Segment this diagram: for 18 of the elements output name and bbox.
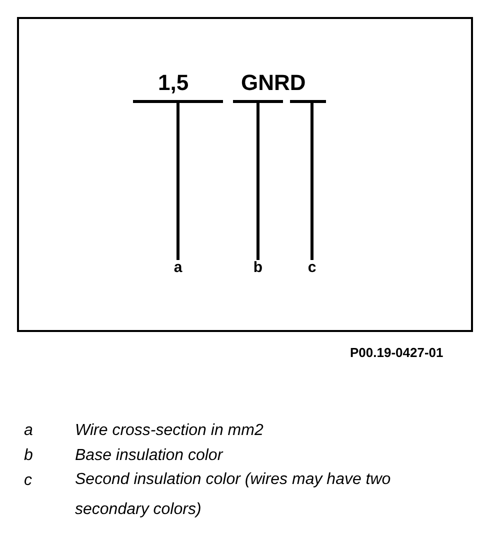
key-letter: b [24, 447, 33, 465]
leader-line [310, 103, 314, 260]
figure-code: P00.19-0427-01 [350, 345, 444, 360]
underline-bar [233, 100, 283, 103]
underline-bar [133, 100, 223, 103]
value-text: 1,5 [158, 70, 189, 96]
callout-letter: c [305, 260, 319, 276]
key-description: Second insulation color (wires may have two secondary colors) [75, 470, 392, 520]
underline-bar [290, 100, 326, 103]
color-code-text: GNRD [241, 70, 306, 96]
key-description: Wire cross-section in mm2 [75, 422, 264, 440]
leader-line [256, 103, 260, 260]
key-letter: c [24, 472, 32, 490]
key-letter: a [24, 422, 33, 440]
callout-letter: b [251, 260, 265, 276]
key-description: Base insulation color [75, 447, 223, 465]
leader-line [176, 103, 180, 260]
callout-letter: a [171, 260, 185, 276]
